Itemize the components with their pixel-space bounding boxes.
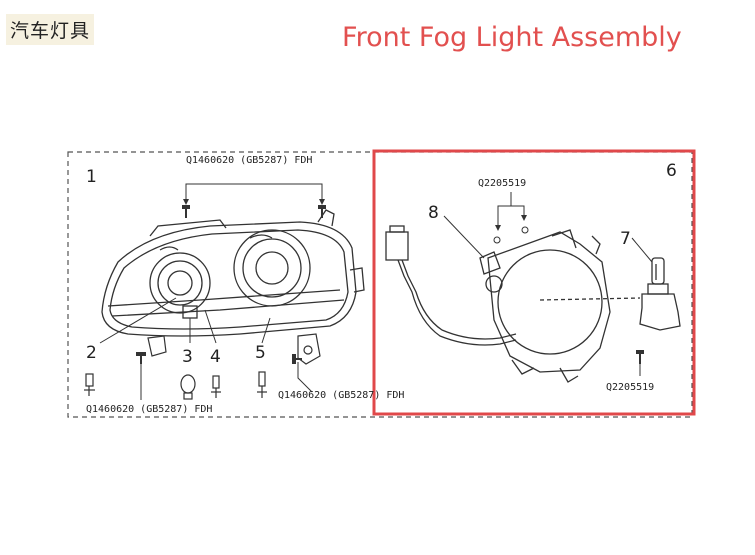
fog-lamp-code-top: Q2205519 (478, 178, 526, 189)
fog-lamp-group: 6 Q2205519 8 7 (385, 161, 681, 393)
bulb-icon (180, 374, 196, 400)
screw-icon (636, 350, 644, 364)
screw-icon (136, 352, 146, 364)
callout-4: 4 (210, 347, 221, 367)
bulb-icon (257, 371, 267, 398)
bulb-icon (84, 373, 95, 396)
callout-3: 3 (182, 347, 193, 367)
headlamp-group: 1 Q1460620 (GB5287) FDH (84, 155, 404, 415)
chinese-title: 汽车灯具 (6, 14, 95, 45)
dashed-frame (67, 151, 693, 418)
bracket-icon (297, 333, 321, 365)
headlamp-number: 1 (86, 167, 97, 187)
fog-bulb-icon (639, 257, 681, 331)
fog-lamp-highlight-box (372, 149, 696, 416)
screw-icon (182, 205, 190, 218)
callout-2: 2 (86, 343, 97, 363)
screw-icon (292, 354, 302, 364)
callout-8: 8 (428, 203, 439, 223)
callout-7: 7 (620, 229, 631, 249)
fog-lamp-body-icon (479, 229, 641, 383)
callout-5: 5 (255, 343, 266, 363)
headlamp-housing-icon (101, 209, 365, 337)
connector-icon (385, 225, 517, 346)
bracket-icon (147, 335, 167, 357)
bulb-icon (211, 375, 221, 398)
english-title: Front Fog Light Assembly (342, 22, 682, 53)
fog-lamp-code-bottom: Q2205519 (606, 382, 654, 393)
headlamp-code-top: Q1460620 (GB5287) FDH (186, 155, 312, 166)
fog-lamp-number: 6 (666, 161, 677, 181)
headlamp-code-bottom-left: Q1460620 (GB5287) FDH (86, 404, 212, 415)
headlamp-code-bottom-right: Q1460620 (GB5287) FDH (278, 390, 404, 401)
